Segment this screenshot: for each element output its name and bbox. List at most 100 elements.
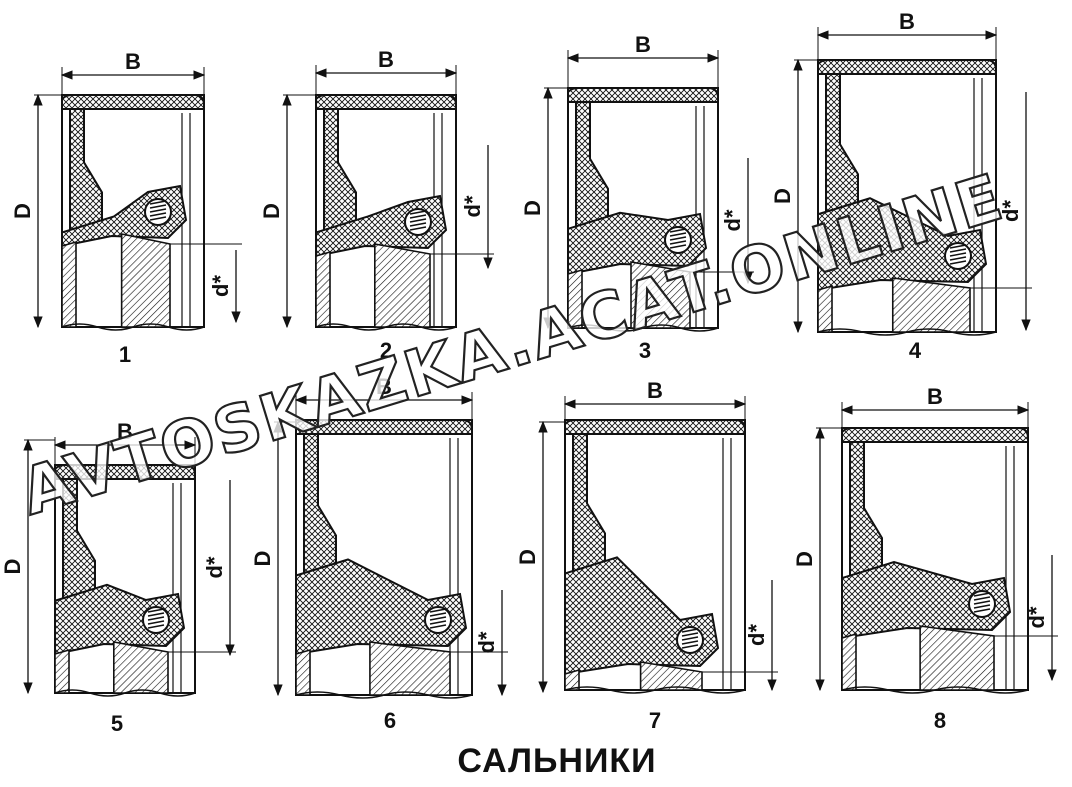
spring-coil [147, 608, 165, 613]
width-label: B [125, 49, 141, 74]
spring-coil [429, 624, 447, 629]
break-line [295, 691, 473, 699]
seal-4: B Dd* 4 [770, 9, 1032, 363]
shaft-diameter-label: d* [720, 209, 745, 231]
seal-number: 8 [934, 708, 946, 733]
outer-diameter-label: D [259, 203, 284, 219]
spring-coil [669, 228, 687, 233]
spring-coil [429, 616, 447, 621]
shaft-section [369, 641, 451, 696]
width-label: B [927, 384, 943, 409]
spring-coil [973, 608, 991, 613]
case-bottom [567, 268, 583, 329]
spring-coil [681, 636, 699, 641]
seal-number: 1 [119, 342, 131, 367]
shaft-section [374, 243, 431, 328]
spring-coil [409, 210, 427, 215]
spring-coil [429, 620, 447, 625]
width-label: B [117, 419, 133, 444]
seal-3: BDd*3 [520, 32, 754, 363]
width-label: B [378, 47, 394, 72]
case-bottom [61, 240, 77, 328]
case-bottom [54, 648, 70, 694]
outer-diameter-label: D [10, 203, 35, 219]
seal-top-flange [315, 94, 457, 110]
case-bottom [817, 284, 833, 333]
spring-coil [669, 244, 687, 249]
spring-coil [681, 644, 699, 649]
spring-coil [409, 218, 427, 223]
case-bottom [564, 668, 580, 691]
seal-number: 2 [380, 338, 392, 363]
spring-coil [949, 256, 967, 261]
shaft-diameter-label: d* [208, 275, 233, 297]
spring-coil [429, 612, 447, 617]
spring-coil [409, 222, 427, 227]
seal-1: B Dd* 1 [10, 49, 242, 367]
outer-diameter-label: D [770, 188, 795, 204]
seal-number: 5 [111, 711, 123, 736]
seal-number: 6 [384, 708, 396, 733]
seal-lip [295, 558, 468, 656]
seal-top-flange [295, 419, 473, 435]
shaft-section [120, 233, 171, 328]
shaft-section [919, 625, 995, 691]
spring-coil [147, 616, 165, 621]
spring-coil [147, 620, 165, 625]
seal-top-flange [817, 59, 997, 75]
break-line [61, 323, 205, 331]
seal-8: B Dd* 8 [792, 384, 1058, 733]
spring-coil [669, 232, 687, 237]
spring-coil [973, 592, 991, 597]
seal-top-flange [54, 464, 196, 480]
spring-coil [669, 240, 687, 245]
spring-coil [147, 624, 165, 629]
outer-diameter-label: D [520, 200, 545, 216]
spring-coil [149, 204, 167, 209]
spring-coil [149, 216, 167, 221]
shaft-diameter-label: d* [202, 556, 227, 578]
outer-diameter-label: D [792, 551, 817, 567]
shaft-diameter-label: d* [744, 624, 769, 646]
width-label: B [899, 9, 915, 34]
case-bottom [295, 648, 311, 696]
spring-coil [429, 608, 447, 613]
seal-number: 4 [909, 338, 922, 363]
break-line [841, 686, 1029, 694]
case-bottom [315, 250, 331, 328]
spring-coil [949, 252, 967, 257]
seal-top-flange [841, 427, 1029, 443]
break-line [315, 323, 457, 331]
shaft-diameter-label: d* [998, 200, 1023, 222]
shaft-diameter-label: d* [1024, 606, 1049, 628]
spring-coil [949, 248, 967, 253]
seal-lip [841, 560, 1012, 640]
spring-coil [149, 208, 167, 213]
spring-coil [409, 226, 427, 231]
spring-coil [147, 612, 165, 617]
seal-top-flange [567, 87, 719, 103]
spring-coil [669, 236, 687, 241]
spring-coil [681, 640, 699, 645]
outer-diameter-label: D [515, 549, 540, 565]
seal-6: BDd*6 [250, 374, 508, 733]
break-line [54, 689, 196, 697]
spring-coil [973, 596, 991, 601]
shaft-section [630, 261, 691, 329]
spring-coil [681, 632, 699, 637]
spring-coil [149, 212, 167, 217]
spring-coil [973, 600, 991, 605]
spring-coil [949, 244, 967, 249]
spring-coil [973, 604, 991, 609]
outer-diameter-label: D [250, 551, 275, 567]
shaft-diameter-label: d* [460, 195, 485, 217]
seal-7: BDd*7 [515, 378, 778, 733]
case-bottom [841, 632, 857, 691]
width-label: B [635, 32, 651, 57]
outer-diameter-label: D [0, 559, 25, 575]
spring-coil [949, 260, 967, 265]
